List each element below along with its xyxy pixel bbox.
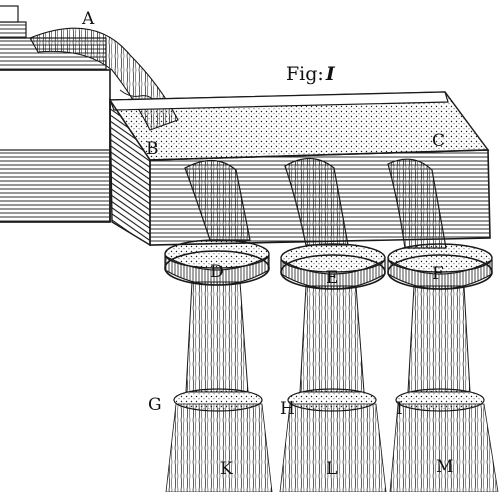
label-l: L: [326, 459, 337, 479]
splash-h: [279, 388, 387, 492]
ring-e: [280, 243, 386, 290]
label-k: K: [220, 459, 233, 479]
splash-g: [165, 388, 273, 492]
label-c: C: [432, 131, 445, 151]
ring-f: [387, 243, 493, 290]
label-d: D: [210, 262, 224, 282]
ring-d: [164, 239, 270, 286]
label-e: E: [326, 268, 338, 288]
label-f: F: [432, 264, 444, 284]
label-m: M: [436, 457, 453, 477]
figure-title: Fig:I: [286, 63, 336, 85]
label-i: I: [396, 399, 403, 419]
splash-i: [389, 388, 499, 492]
column-e: [299, 285, 365, 393]
label-b: B: [146, 139, 159, 159]
label-h: H: [280, 399, 295, 419]
column-d: [185, 281, 249, 393]
column-f: [407, 285, 471, 393]
label-g: G: [148, 395, 162, 415]
spout-e: [284, 157, 349, 246]
label-a: A: [81, 9, 95, 29]
